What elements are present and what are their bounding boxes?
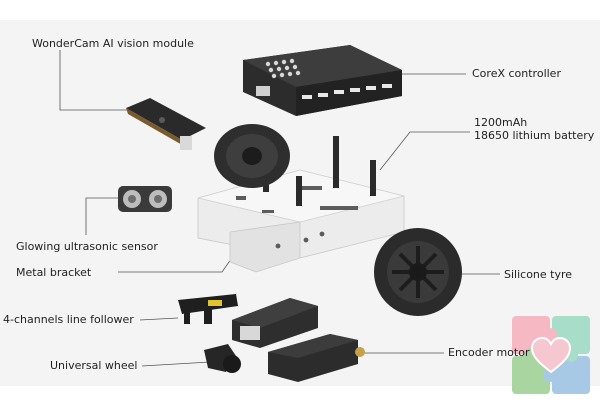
encoder-motor-upper-part bbox=[232, 298, 318, 348]
puzzle-heart-logo bbox=[512, 316, 590, 394]
label-battery-capacity: 1200mAh bbox=[474, 116, 528, 129]
leader-line-ultrasonic bbox=[85, 197, 118, 235]
label-silicone-tyre: Silicone tyre bbox=[504, 268, 573, 281]
top-margin bbox=[0, 0, 600, 20]
leader-line-bracket bbox=[118, 251, 237, 273]
label-line-follower: 4-channels line follower bbox=[3, 313, 134, 326]
leader-line-universal-wheel bbox=[141, 361, 211, 367]
label-corex-controller: CoreX controller bbox=[472, 67, 561, 80]
line-follower-part bbox=[178, 294, 238, 324]
silicone-tyre-part bbox=[374, 228, 462, 316]
rear-wheel-part bbox=[214, 124, 290, 188]
bottom-margin bbox=[0, 386, 600, 410]
leader-line-line-follower bbox=[139, 317, 179, 321]
label-metal-bracket: Metal bracket bbox=[16, 266, 92, 279]
label-ultrasonic-sensor: Glowing ultrasonic sensor bbox=[16, 240, 158, 253]
label-universal-wheel: Universal wheel bbox=[50, 359, 138, 372]
wondercam-module-part bbox=[126, 98, 206, 150]
leader-line-wondercam bbox=[59, 50, 140, 111]
label-battery-type: 18650 lithium battery bbox=[474, 129, 595, 142]
leader-lines bbox=[59, 50, 500, 367]
label-wondercam: WonderCam AI vision module bbox=[32, 37, 194, 50]
corex-controller-part bbox=[243, 45, 402, 116]
label-encoder-motor: Encoder motor bbox=[448, 346, 530, 359]
universal-wheel-part bbox=[204, 344, 241, 373]
encoder-motor-lower-part bbox=[268, 334, 365, 382]
leader-line-battery bbox=[379, 131, 470, 171]
ultrasonic-sensor-part bbox=[118, 186, 172, 212]
